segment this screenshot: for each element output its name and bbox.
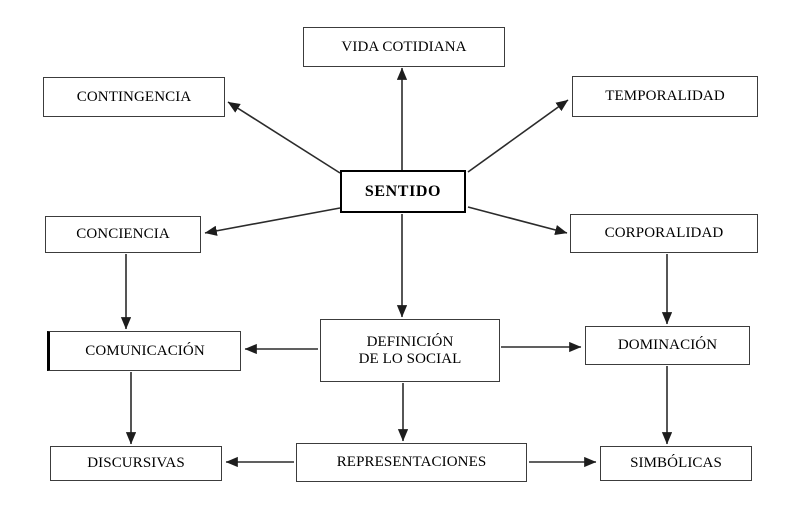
node-label-conciencia: CONCIENCIA bbox=[76, 226, 170, 243]
node-sentido[interactable]: SENTIDO bbox=[340, 170, 466, 213]
node-label-contingencia: CONTINGENCIA bbox=[76, 88, 192, 105]
node-label-dominacion: DOMINACIÓN bbox=[617, 337, 718, 354]
node-label-sentido: SENTIDO bbox=[364, 182, 442, 200]
edge-sentido-to-conciencia bbox=[204, 207, 341, 236]
node-vida-cotidiana[interactable]: VIDA COTIDIANA bbox=[303, 27, 505, 67]
node-temporalidad[interactable]: TEMPORALIDAD bbox=[572, 76, 758, 117]
node-label-comunicacion: COMUNICACIÓN bbox=[85, 342, 205, 359]
edge-sentido-to-corporalidad bbox=[467, 206, 568, 235]
node-simbolicas[interactable]: SIMBÓLICAS bbox=[600, 446, 752, 481]
edge-sentido-to-contingencia bbox=[227, 101, 341, 174]
node-definicion-de-lo-social[interactable]: DEFINICIÓN DE LO SOCIAL bbox=[320, 319, 500, 382]
node-dominacion[interactable]: DOMINACIÓN bbox=[585, 326, 750, 365]
node-label-corporalidad: CORPORALIDAD bbox=[604, 225, 724, 242]
node-label-definicion-de-lo-social: DEFINICIÓN DE LO SOCIAL bbox=[358, 333, 462, 367]
node-label-simbolicas: SIMBÓLICAS bbox=[630, 455, 722, 472]
node-label-vida-cotidiana: VIDA COTIDIANA bbox=[341, 38, 467, 55]
node-label-discursivas: DISCURSIVAS bbox=[87, 455, 185, 472]
node-representaciones[interactable]: REPRESENTACIONES bbox=[296, 443, 527, 482]
node-corporalidad[interactable]: CORPORALIDAD bbox=[570, 214, 758, 253]
node-label-representaciones: REPRESENTACIONES bbox=[336, 454, 487, 471]
node-discursivas[interactable]: DISCURSIVAS bbox=[50, 446, 222, 481]
node-comunicacion[interactable]: COMUNICACIÓN bbox=[47, 331, 241, 371]
edge-sentido-to-temporalidad bbox=[467, 99, 569, 173]
node-label-temporalidad: TEMPORALIDAD bbox=[605, 88, 725, 105]
node-conciencia[interactable]: CONCIENCIA bbox=[45, 216, 201, 253]
node-contingencia[interactable]: CONTINGENCIA bbox=[43, 77, 225, 117]
